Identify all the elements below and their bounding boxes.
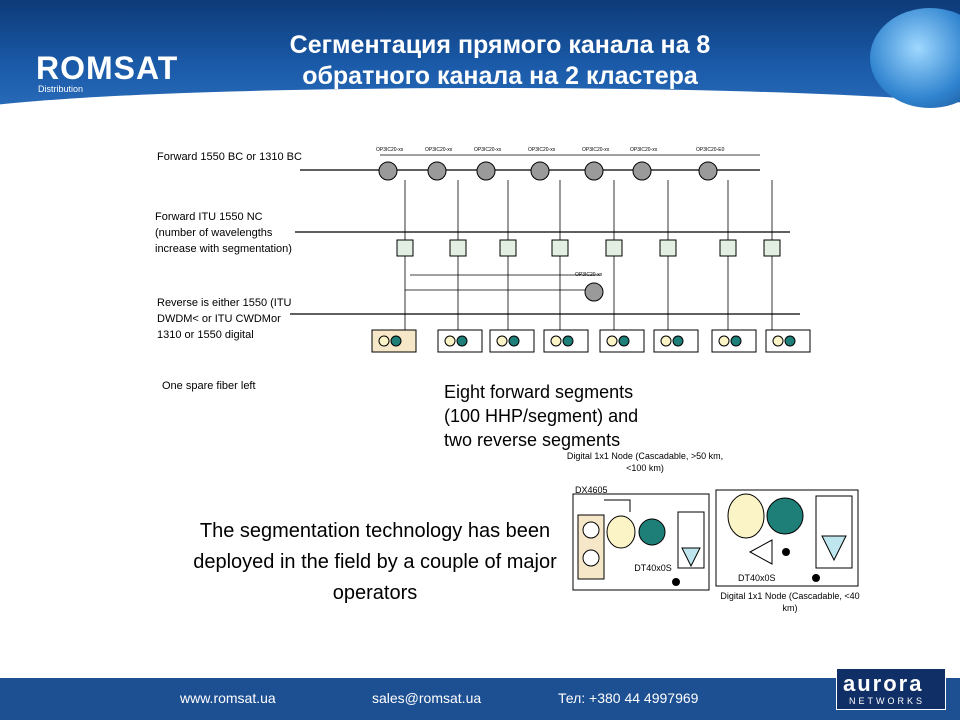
forward-splitter: [698, 161, 718, 181]
aurora-brand-sub: NETWORKS: [849, 696, 926, 706]
node2-rev-icon: [766, 497, 804, 535]
aurora-logo: aurora NETWORKS: [836, 668, 946, 710]
wdm-coupler: [551, 239, 569, 257]
title-line-1: Сегментация прямого канала на 8: [289, 31, 711, 59]
slide-footer: www.romsat.ua sales@romsat.ua Тел: +380 …: [0, 678, 960, 720]
node1-title: Digital 1x1 Node (Cascadable, >50 km, <1…: [566, 451, 724, 473]
wdm-coupler: [719, 239, 737, 257]
segments-summary: Eight forward segments (100 HHP/segment)…: [444, 382, 639, 450]
header-swoosh: [0, 88, 960, 118]
splitter-tag: OP3IC20-xx: [630, 147, 658, 153]
forward-bc-label: Forward 1550 BC or 1310 BC: [157, 151, 302, 163]
node2-title: Digital 1x1 Node (Cascadable, <40 km): [720, 591, 860, 613]
romsat-logo: ROMSAT: [36, 50, 179, 86]
wdm-coupler: [396, 239, 414, 257]
footer-website[interactable]: www.romsat.ua: [180, 690, 276, 706]
deployment-note: The segmentation technology has been dep…: [193, 520, 557, 604]
forward-splitter: [427, 161, 447, 181]
reverse-splitter: [584, 282, 604, 302]
footer-email[interactable]: sales@romsat.ua: [372, 690, 482, 706]
node1-model: DX4605: [575, 485, 608, 495]
aurora-brand: aurora: [843, 671, 924, 696]
wdm-coupler: [659, 239, 677, 257]
splitter-tag: OP3IC20-xx: [582, 147, 610, 153]
footer-phone: Тел: +380 44 4997969: [558, 690, 699, 706]
splitter-tag: OP3IC20-xx: [425, 147, 453, 153]
node2-model: DT40x0S: [738, 573, 776, 583]
splitter-tag: OP3IC20-xx: [474, 147, 502, 153]
node1-fwd-icon: [606, 515, 636, 549]
splitter-tag: OP3IC20-xx: [376, 147, 404, 153]
node1-rev-icon: [638, 518, 666, 546]
slide-title: Сегментация прямого канала на 8 обратног…: [230, 30, 770, 92]
node2-fwd-icon: [727, 493, 765, 539]
wdm-coupler: [605, 239, 623, 257]
forward-splitter: [476, 161, 496, 181]
title-line-2: обратного канала на 2 кластера: [302, 62, 698, 90]
forward-splitter: [530, 161, 550, 181]
forward-splitter: [378, 161, 398, 181]
node1-inner-model: DT40x0S: [634, 563, 672, 573]
forward-splitter: [584, 161, 604, 181]
splitter-tag: OP3IC20-xx: [575, 272, 603, 278]
slide-header: ROMSAT Distribution Сегментация прямого …: [0, 0, 960, 118]
splitter-tag: OP3IC20-E0: [696, 147, 725, 153]
spare-fiber-label: One spare fiber left: [162, 380, 256, 392]
wdm-coupler: [499, 239, 517, 257]
forward-itu-label: Forward ITU 1550 NC (number of wavelengt…: [155, 211, 292, 255]
wdm-coupler: [763, 239, 781, 257]
romsat-logo-sub: Distribution: [38, 84, 84, 94]
splitter-tag: OP3IC20-xx: [528, 147, 556, 153]
reverse-label: Reverse is either 1550 (ITU DWDM< or ITU…: [157, 297, 292, 341]
wdm-coupler: [449, 239, 467, 257]
forward-splitter: [632, 161, 652, 181]
globe-illustration: [870, 8, 960, 108]
